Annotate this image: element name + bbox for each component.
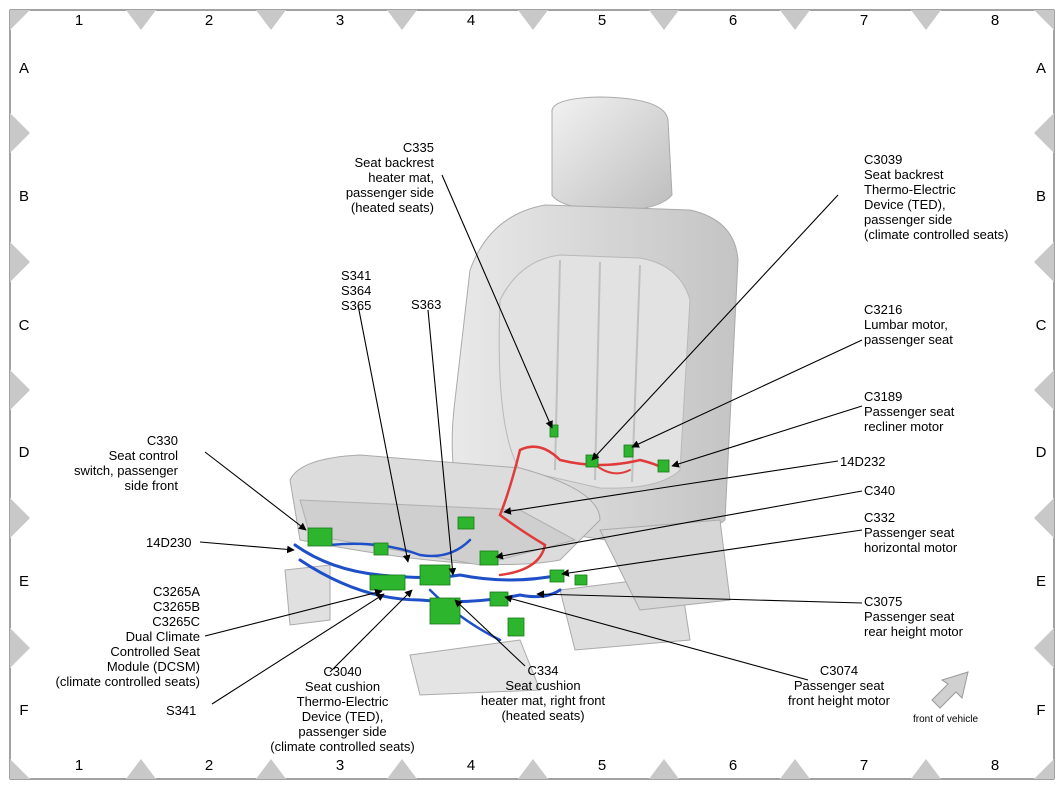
- grid-col-6-top: 6: [728, 12, 738, 29]
- zone-markers: [10, 10, 1054, 779]
- callout-c340: C340: [864, 483, 896, 498]
- grid-col-8-bottom: 8: [990, 757, 1000, 774]
- grid-row-d-right: D: [1035, 444, 1047, 461]
- grid-row-f-left: F: [19, 702, 29, 719]
- grid-col-5-top: 5: [597, 12, 607, 29]
- grid-col-1-bottom: 1: [74, 757, 84, 774]
- front-of-vehicle-arrow-icon: [931, 671, 969, 709]
- grid-col-8-top: 8: [990, 12, 1000, 29]
- grid-row-a-left: A: [18, 60, 29, 77]
- callout-c335: C335 Seat backrest heater mat, passenger…: [345, 140, 434, 215]
- callout-s341-s364-s365: S341 S364 S365: [341, 268, 372, 313]
- grid-col-7-top: 7: [859, 12, 869, 29]
- callout-s341: S341: [166, 703, 197, 718]
- front-of-vehicle-label: front of vehicle: [913, 714, 979, 725]
- callout-c3074: C3074 Passenger seat front height motor: [788, 663, 890, 708]
- callout-c330: C330 Seat control switch, passenger side…: [73, 433, 178, 493]
- grid-row-b-left: B: [18, 188, 29, 205]
- callout-c3265: C3265A C3265B C3265C Dual Climate Contro…: [55, 584, 201, 689]
- leader-lines: [199, 174, 863, 705]
- grid-col-1-top: 1: [74, 12, 84, 29]
- callout-s363: S363: [411, 297, 442, 312]
- callout-c3216: C3216 Lumbar motor, passenger seat: [864, 302, 953, 347]
- seat-illustration: [284, 96, 739, 696]
- grid-col-4-top: 4: [466, 12, 476, 29]
- callout-14d232: 14D232: [840, 454, 886, 469]
- grid-row-c-left: C: [18, 317, 30, 334]
- connector-markers: [307, 424, 670, 637]
- grid-col-4-bottom: 4: [466, 757, 476, 774]
- callout-c332: C332 Passenger seat horizontal motor: [864, 510, 958, 555]
- callout-c3039: C3039 Seat backrest Thermo-Electric Devi…: [864, 152, 1009, 242]
- grid-row-f-right: F: [1036, 702, 1046, 719]
- callout-14d230: 14D230: [146, 535, 192, 550]
- grid-row-b-right: B: [1035, 188, 1046, 205]
- grid-col-6-bottom: 6: [728, 757, 738, 774]
- grid-col-7-bottom: 7: [859, 757, 869, 774]
- grid-col-5-bottom: 5: [597, 757, 607, 774]
- grid-row-c-right: C: [1035, 317, 1047, 334]
- callout-c334: C334 Seat cushion heater mat, right fron…: [480, 663, 606, 723]
- callout-c3040: C3040 Seat cushion Thermo-Electric Devic…: [270, 664, 415, 754]
- grid-col-3-bottom: 3: [335, 757, 345, 774]
- callout-c3189: C3189 Passenger seat recliner motor: [864, 389, 955, 434]
- grid-col-2-top: 2: [204, 12, 214, 29]
- grid-col-2-bottom: 2: [204, 757, 214, 774]
- grid-row-d-left: D: [18, 444, 30, 461]
- grid-row-e-left: E: [18, 573, 29, 590]
- callout-c3075: C3075 Passenger seat rear height motor: [864, 594, 963, 639]
- grid-col-3-top: 3: [335, 12, 345, 29]
- grid-row-a-right: A: [1035, 60, 1046, 77]
- grid-row-e-right: E: [1035, 573, 1046, 590]
